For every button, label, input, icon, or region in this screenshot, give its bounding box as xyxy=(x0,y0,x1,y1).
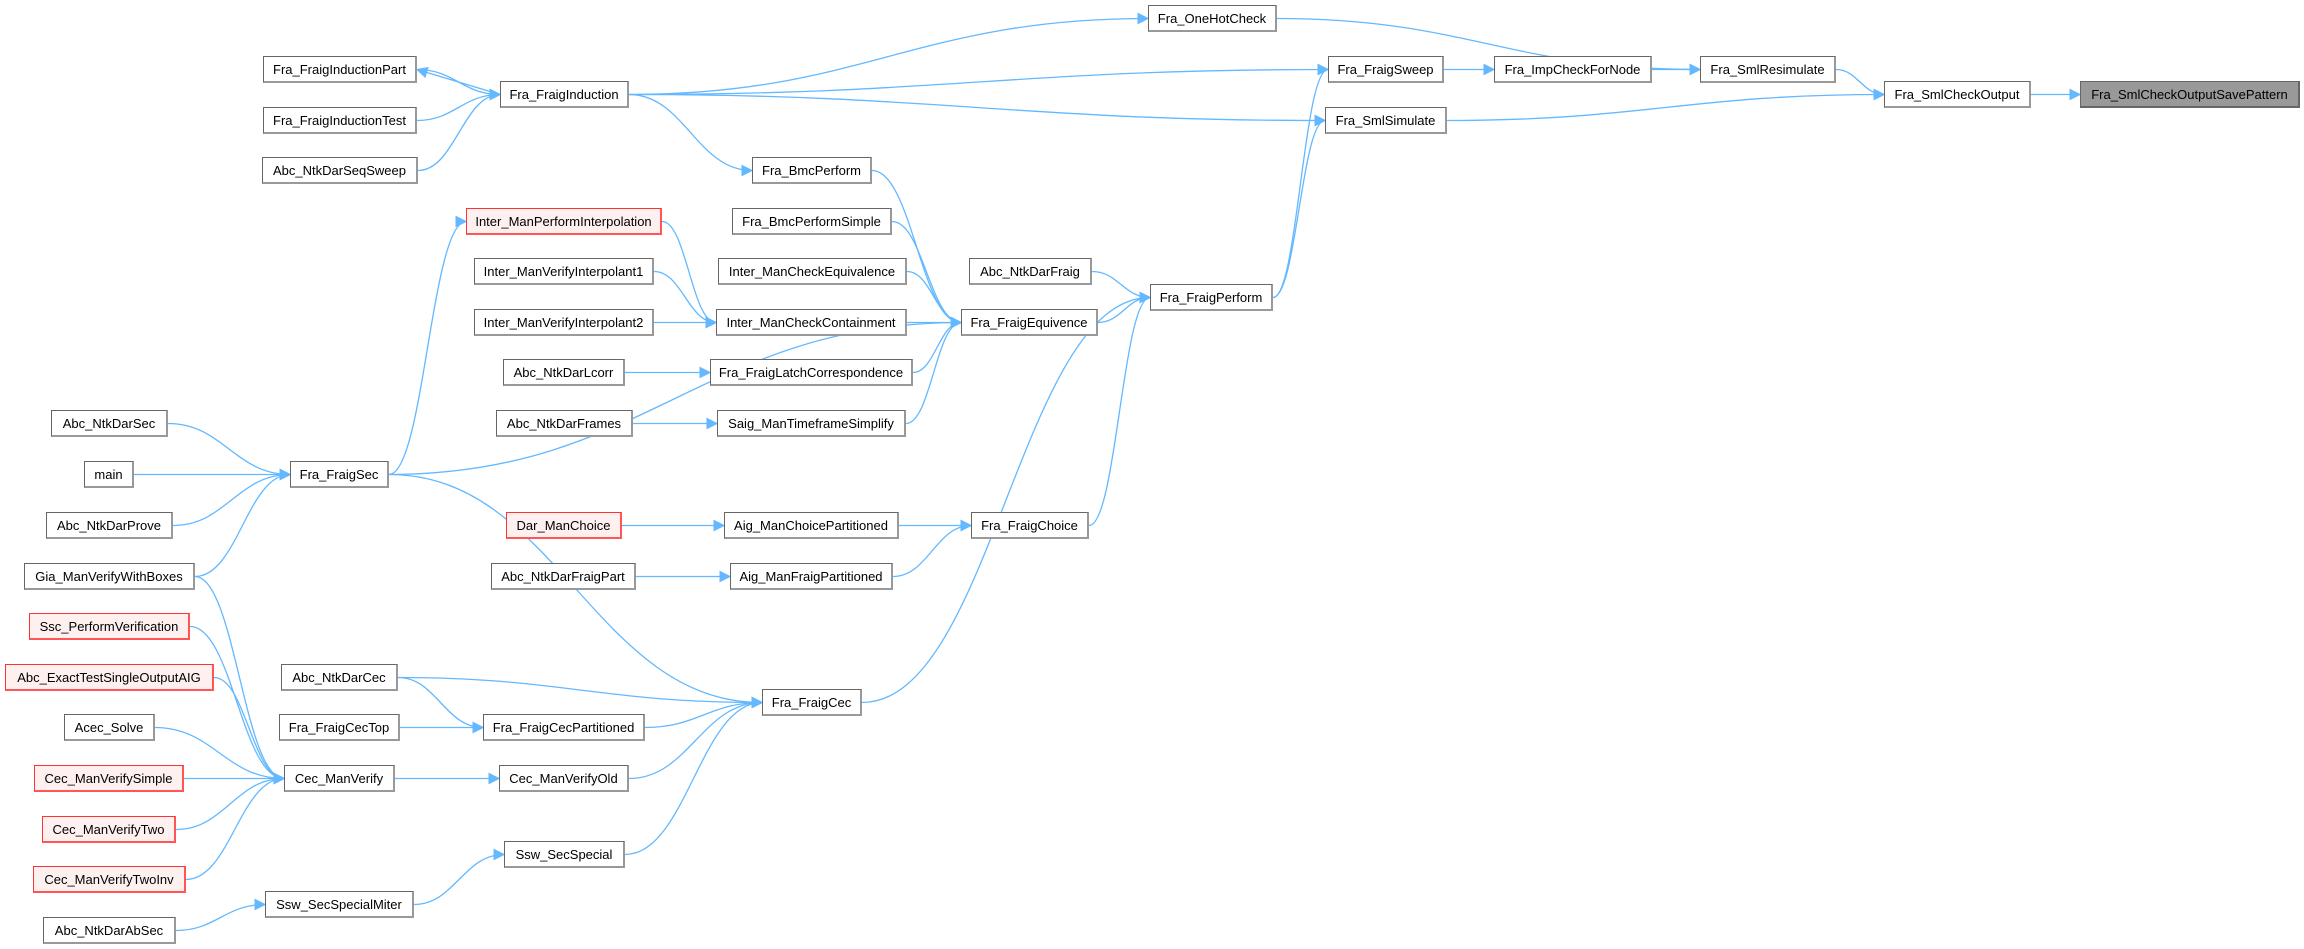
node-abc-ntkdarfraig[interactable]: Abc_NtkDarFraig xyxy=(969,258,1092,285)
edge-fraigChoice-to-fraigPerform xyxy=(1088,291,1152,527)
edge-smlResim-to-smlCheckOut xyxy=(1835,68,1886,101)
edge-darFraig-to-fraigPerform xyxy=(1091,270,1152,304)
edge-latchCorr-to-fraigEquiv xyxy=(912,316,963,374)
edge-secSpecial-to-fraigCec xyxy=(624,696,764,856)
node-fra-fraiginduction[interactable]: Fra_FraigInduction xyxy=(500,81,629,108)
node-gia-manverifywithboxes[interactable]: Gia_ManVerifyWithBoxes xyxy=(24,563,195,590)
edge-fraigEquiv-to-fraigPerform xyxy=(1097,291,1152,324)
node-aig-manfraigpartitioned[interactable]: Aig_ManFraigPartitioned xyxy=(730,563,893,590)
node-ssw-secspecialmiter[interactable]: Ssw_SecSpecialMiter xyxy=(265,891,414,918)
node-abc-ntkdarprove[interactable]: Abc_NtkDarProve xyxy=(46,512,173,539)
node-fra-fraiginductiontest[interactable]: Fra_FraigInductionTest xyxy=(263,107,417,134)
edge-darProve-to-fraigSec xyxy=(172,468,292,527)
node-dar-manchoice[interactable]: Dar_ManChoice xyxy=(506,512,622,539)
edge-fraigCec-to-fraigPerform xyxy=(861,291,1152,704)
node-cec-manverify[interactable]: Cec_ManVerify xyxy=(284,765,395,792)
node-fra-smlsimulate[interactable]: Fra_SmlSimulate xyxy=(1325,107,1447,134)
edge-checkEquiv-to-fraigEquiv xyxy=(906,270,963,329)
edge-giaVerify-to-cecVerify xyxy=(194,575,286,785)
node-inter-manverifyinterpolant2[interactable]: Inter_ManVerifyInterpolant2 xyxy=(474,309,654,336)
node-inter-mancheckequivalence[interactable]: Inter_ManCheckEquivalence xyxy=(718,258,907,285)
edge-cecVerifyOld-to-fraigCec xyxy=(628,696,764,780)
node-inter-mancheckcontainment[interactable]: Inter_ManCheckContainment xyxy=(716,309,907,336)
node-fra-fraigequivence[interactable]: Fra_FraigEquivence xyxy=(961,309,1098,336)
node-fra-fraigchoice[interactable]: Fra_FraigChoice xyxy=(971,512,1089,539)
node-fra-fraigcecpartitioned[interactable]: Fra_FraigCecPartitioned xyxy=(483,714,645,741)
edge-induction-to-smlSimulate xyxy=(628,93,1327,127)
node-inter-manverifyinterpolant1[interactable]: Inter_ManVerifyInterpolant1 xyxy=(474,258,654,285)
node-acec-solve[interactable]: Acec_Solve xyxy=(64,714,155,741)
edge-fraigSec-to-fraigEquiv xyxy=(388,316,963,476)
node-abc-ntkdarframes[interactable]: Abc_NtkDarFrames xyxy=(496,410,633,437)
edge-darCec-to-fraigCec xyxy=(397,676,764,709)
edge-darSec-to-fraigSec xyxy=(167,422,292,481)
edge-secSpecialMiter-to-secSpecial xyxy=(413,848,506,906)
node-inter-manperforminterpolation[interactable]: Inter_ManPerformInterpolation xyxy=(466,208,662,235)
edge-induction-to-oneHotCheck xyxy=(628,12,1150,96)
node-fra-smlcheckoutputsavepattern: Fra_SmlCheckOutputSavePattern xyxy=(2080,81,2300,108)
node-fra-impcheckfornode[interactable]: Fra_ImpCheckForNode xyxy=(1494,56,1652,83)
node-cec-manverifysimple[interactable]: Cec_ManVerifySimple xyxy=(34,765,184,792)
edge-fraigPart-to-fraigChoice xyxy=(892,519,973,578)
node-cec-manverifytwoinv[interactable]: Cec_ManVerifyTwoInv xyxy=(33,866,186,893)
node-fra-fraigsweep[interactable]: Fra_FraigSweep xyxy=(1328,56,1444,83)
node-abc-ntkdarsec[interactable]: Abc_NtkDarSec xyxy=(51,410,168,437)
node-ssc-performverification[interactable]: Ssc_PerformVerification xyxy=(29,613,190,640)
node-abc-ntkdarfraigpart[interactable]: Abc_NtkDarFraigPart xyxy=(491,563,636,590)
node-fra-fraigcec[interactable]: Fra_FraigCec xyxy=(762,689,862,716)
node-abc-ntkdarseqsweep[interactable]: Abc_NtkDarSeqSweep xyxy=(262,157,418,184)
node-fra-smlcheckoutput[interactable]: Fra_SmlCheckOutput xyxy=(1884,81,2031,108)
edge-giaVerify-to-fraigSec xyxy=(194,468,292,578)
edge-sscVerify-to-cecVerify xyxy=(189,625,286,785)
node-abc-exacttestsingleoutputaig[interactable]: Abc_ExactTestSingleOutputAIG xyxy=(5,664,214,691)
node-fra-smlresimulate[interactable]: Fra_SmlResimulate xyxy=(1700,56,1836,83)
edge-performInterp-to-checkContain xyxy=(661,220,718,329)
node-fra-fraigcectop[interactable]: Fra_FraigCecTop xyxy=(279,714,400,741)
edge-darAbSec-to-secSpecialMiter xyxy=(175,898,267,932)
node-fra-fraigsec[interactable]: Fra_FraigSec xyxy=(290,461,389,488)
node-fra-fraigperform[interactable]: Fra_FraigPerform xyxy=(1150,284,1273,311)
node-fra-fraiglatchcorrespondence[interactable]: Fra_FraigLatchCorrespondence xyxy=(710,359,913,386)
node-cec-manverifyold[interactable]: Cec_ManVerifyOld xyxy=(499,765,629,792)
edge-verifyTwo-to-cecVerify xyxy=(175,772,286,831)
edge-verifyTwoInv-to-cecVerify xyxy=(185,772,286,881)
node-abc-ntkdarcec[interactable]: Abc_NtkDarCec xyxy=(281,664,398,691)
node-fra-bmcperformsimple[interactable]: Fra_BmcPerformSimple xyxy=(732,208,892,235)
edge-inductionPart-to-induction xyxy=(416,68,502,101)
edge-cecPart-to-fraigCec xyxy=(644,696,764,729)
node-fra-bmcperform[interactable]: Fra_BmcPerform xyxy=(752,157,872,184)
edge-verifyInterp1-to-checkContain xyxy=(653,270,718,329)
edge-inductionTest-to-induction xyxy=(416,88,502,122)
edge-seqSweep-to-induction xyxy=(417,88,502,172)
node-abc-ntkdarlcorr[interactable]: Abc_NtkDarLcorr xyxy=(503,359,625,386)
node-main[interactable]: main xyxy=(84,461,134,488)
edge-acecSolve-to-cecVerify xyxy=(154,726,286,785)
edge-fraigPerform-to-smlSimulate xyxy=(1272,114,1327,299)
node-cec-manverifytwo[interactable]: Cec_ManVerifyTwo xyxy=(42,816,176,843)
edge-exactTest-to-cecVerify xyxy=(213,676,286,785)
node-abc-ntkdarabsec[interactable]: Abc_NtkDarAbSec xyxy=(43,917,176,944)
node-ssw-secspecial[interactable]: Ssw_SecSpecial xyxy=(504,841,625,868)
edge-smlSimulate-to-smlCheckOut xyxy=(1446,88,1886,122)
node-saig-mantimeframesimplify[interactable]: Saig_ManTimeframeSimplify xyxy=(717,410,906,437)
edge-induction-to-bmcPerform xyxy=(628,93,754,177)
edge-fraigSec-to-performInterp xyxy=(388,215,468,476)
node-fra-fraiginductionpart[interactable]: Fra_FraigInductionPart xyxy=(263,56,417,83)
edge-fraigPerform-to-fraigSweep xyxy=(1272,63,1330,299)
edge-induction-to-fraigSweep xyxy=(628,63,1330,96)
node-aig-manchoicepartitioned[interactable]: Aig_ManChoicePartitioned xyxy=(724,512,899,539)
edge-darCec-to-cecPart xyxy=(397,676,485,734)
node-fra-onehotcheck[interactable]: Fra_OneHotCheck xyxy=(1148,5,1277,32)
